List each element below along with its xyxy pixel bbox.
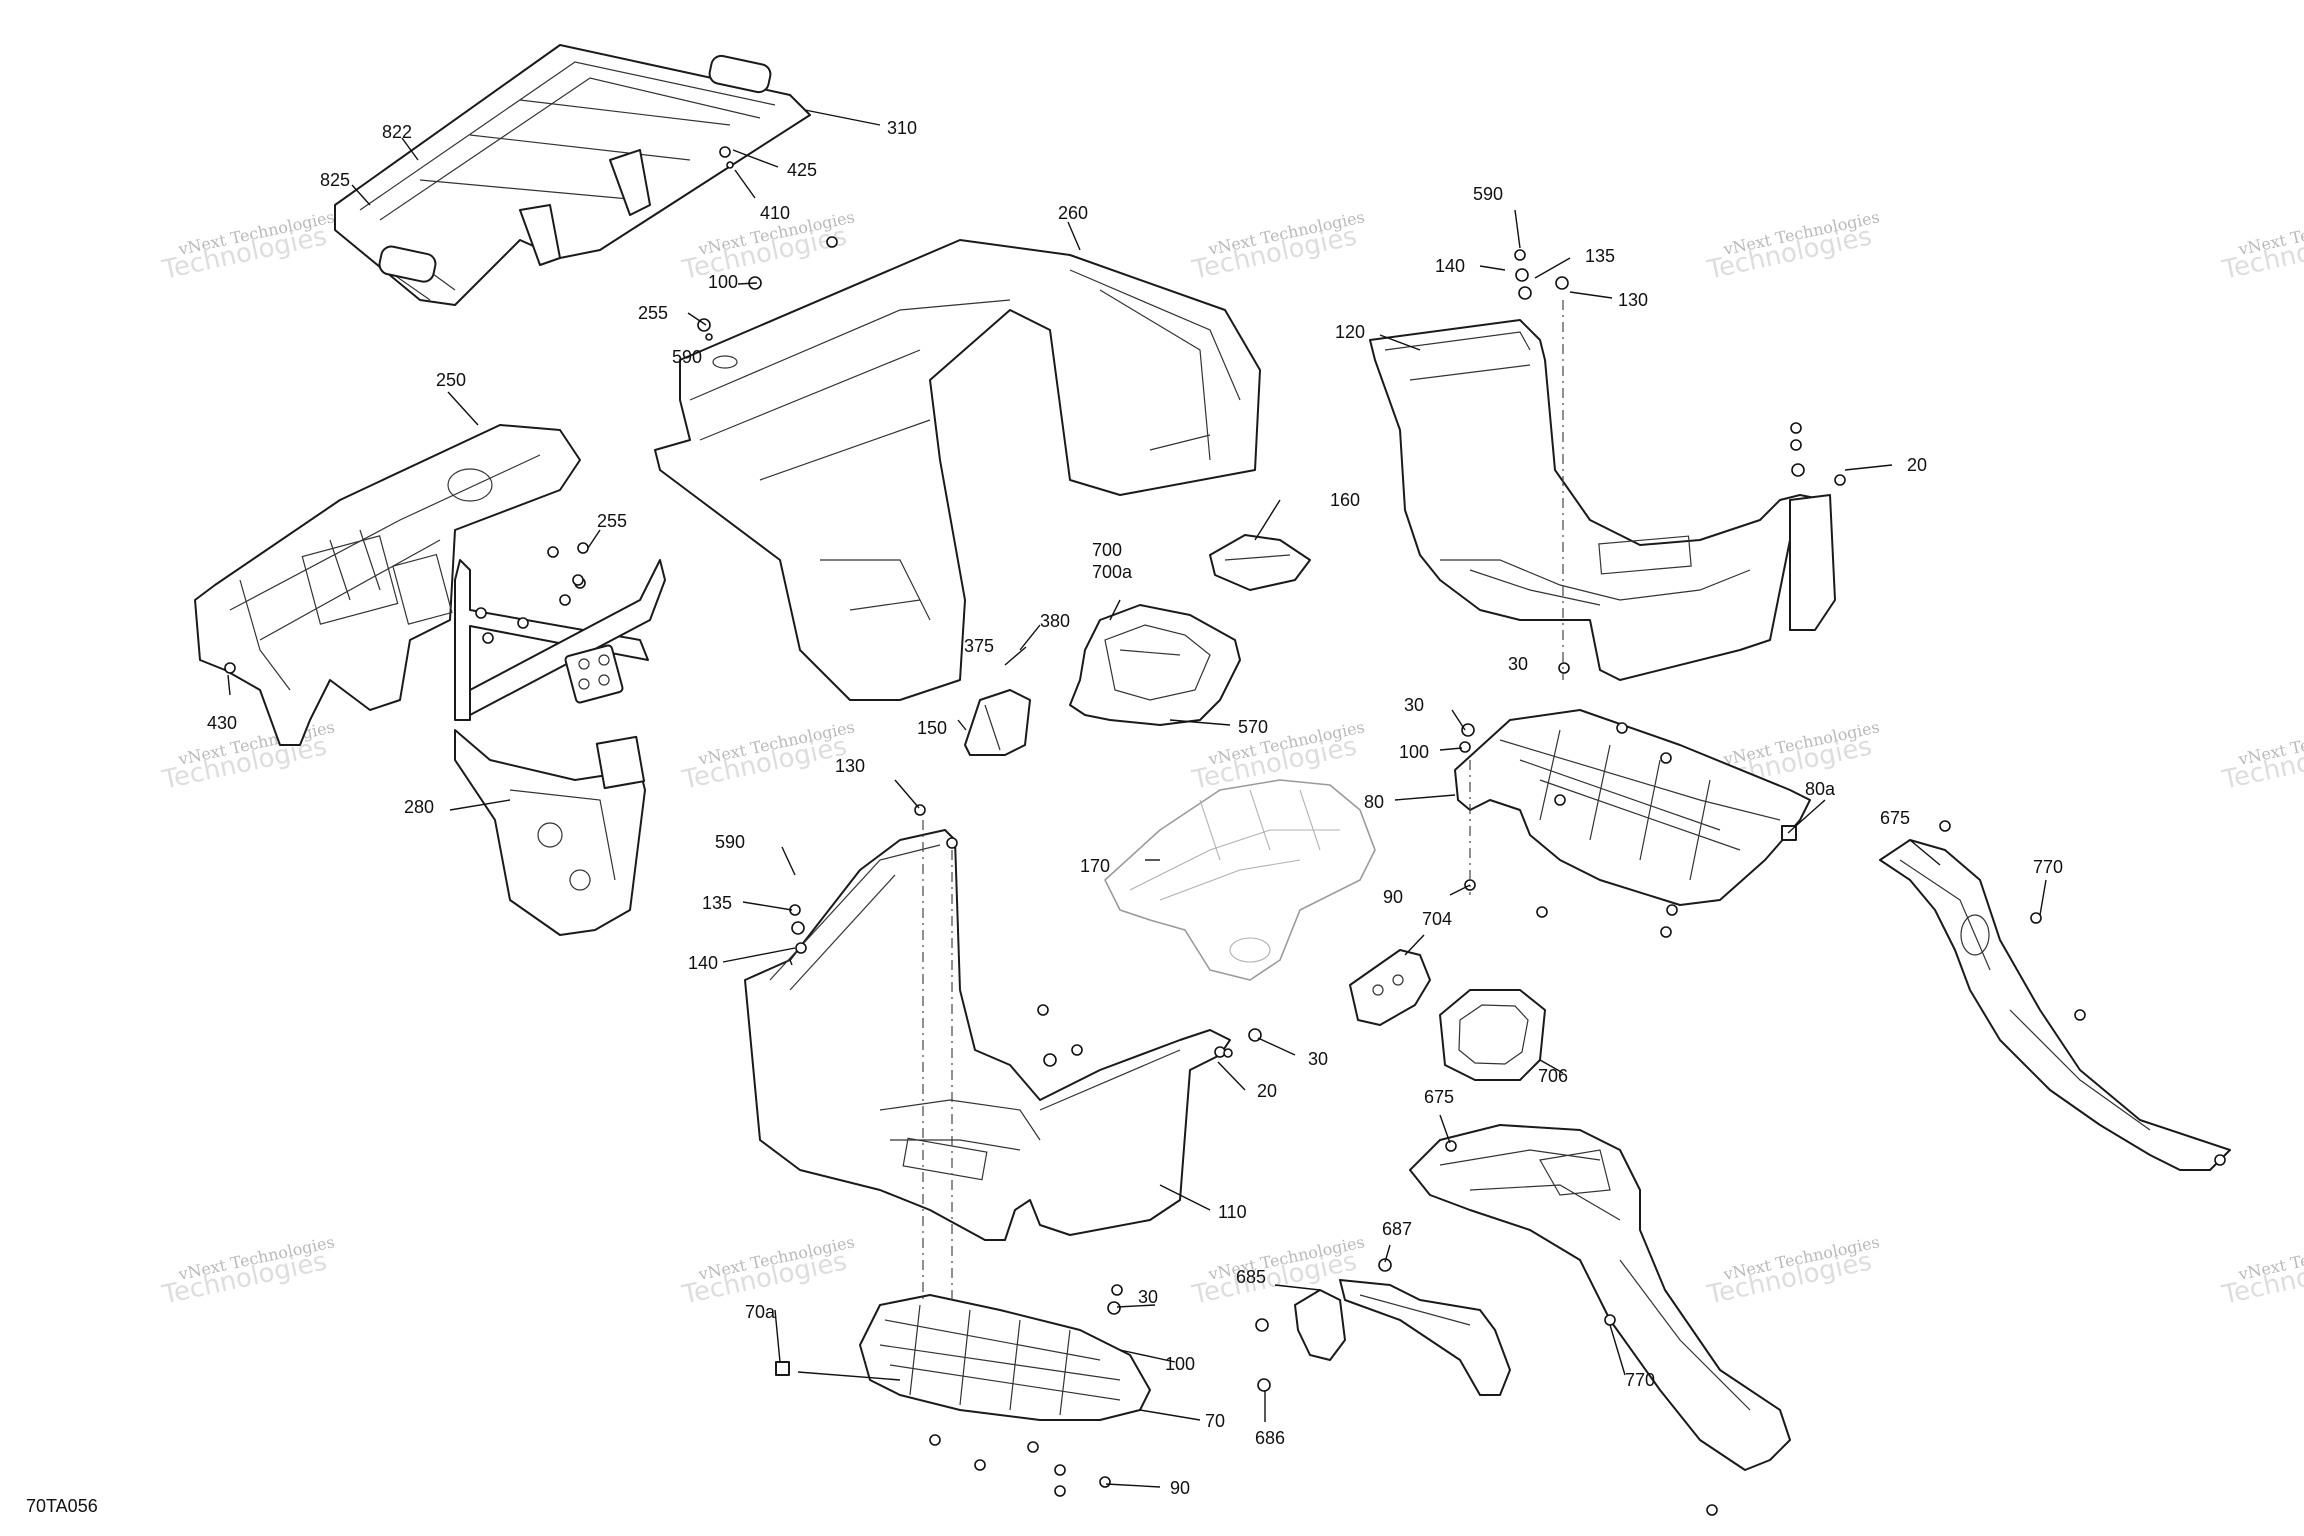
subframe-ghost-part[interactable] — [1104, 779, 1376, 981]
callout-130[interactable]: 130 — [835, 756, 865, 776]
callout-590[interactable]: 590 — [715, 832, 745, 852]
diagram-reference-code: 70TA056 — [26, 1496, 98, 1516]
alignment-lines — [922, 300, 1564, 1300]
bracket-150-part[interactable] — [964, 689, 1031, 756]
callout-90[interactable]: 90 — [1383, 887, 1403, 907]
callout-90[interactable]: 90 — [1170, 1478, 1190, 1498]
bracket-685-part[interactable] — [1294, 1279, 1511, 1396]
callout-20[interactable]: 20 — [1907, 455, 1927, 475]
callout-410[interactable]: 410 — [760, 203, 790, 223]
rear-fender-part[interactable] — [654, 239, 1261, 701]
leader-lines — [227, 109, 2047, 1488]
callout-250[interactable]: 250 — [436, 370, 466, 390]
callout-675[interactable]: 675 — [1424, 1087, 1454, 1107]
callout-687[interactable]: 687 — [1382, 1219, 1412, 1239]
rear-footwell-part[interactable] — [1369, 319, 1836, 681]
callout-80[interactable]: 80 — [1364, 792, 1384, 812]
callout-150[interactable]: 150 — [917, 718, 947, 738]
callout-30[interactable]: 30 — [1404, 695, 1424, 715]
callout-770[interactable]: 770 — [2033, 857, 2063, 877]
fastener-hardware — [224, 146, 2226, 1516]
callout-380[interactable]: 380 — [1040, 611, 1070, 631]
bracket-704-part[interactable] — [1349, 949, 1431, 1026]
callout-706[interactable]: 706 — [1538, 1066, 1568, 1086]
callout-135[interactable]: 135 — [702, 893, 732, 913]
callout-255[interactable]: 255 — [638, 303, 668, 323]
callout-70a[interactable]: 70a — [745, 1302, 776, 1322]
callout-80a[interactable]: 80a — [1805, 779, 1836, 799]
rear-rack-part[interactable] — [334, 44, 811, 306]
callout-30[interactable]: 30 — [1508, 654, 1528, 674]
callout-130[interactable]: 130 — [1618, 290, 1648, 310]
rear-footrest-part[interactable] — [1454, 709, 1811, 906]
callout-700[interactable]: 700 — [1092, 540, 1122, 560]
callout-labels: 310 822 825 425 410 100 255 590 260 590 … — [207, 118, 2063, 1498]
callout-30[interactable]: 30 — [1138, 1287, 1158, 1307]
callout-310[interactable]: 310 — [887, 118, 917, 138]
callout-20[interactable]: 20 — [1257, 1081, 1277, 1101]
callout-770[interactable]: 770 — [1625, 1370, 1655, 1390]
console-bezel-part[interactable] — [1069, 604, 1241, 726]
cover-160-part[interactable] — [1209, 534, 1311, 591]
callout-425[interactable]: 425 — [787, 160, 817, 180]
callout-160[interactable]: 160 — [1330, 490, 1360, 510]
callout-260[interactable]: 260 — [1058, 203, 1088, 223]
side-panel-left-part[interactable] — [1409, 1124, 1791, 1471]
callout-685[interactable]: 685 — [1236, 1267, 1266, 1287]
console-housing-part[interactable] — [194, 424, 581, 746]
callout-675[interactable]: 675 — [1880, 808, 1910, 828]
callout-70[interactable]: 70 — [1205, 1411, 1225, 1431]
front-bracket-part[interactable] — [454, 559, 666, 936]
callout-430[interactable]: 430 — [207, 713, 237, 733]
callout-822[interactable]: 822 — [382, 122, 412, 142]
callout-590[interactable]: 590 — [672, 347, 702, 367]
callout-700a[interactable]: 700a — [1092, 562, 1133, 582]
front-footrest-part[interactable] — [775, 1294, 1151, 1421]
callout-704[interactable]: 704 — [1422, 909, 1452, 929]
callout-570[interactable]: 570 — [1238, 717, 1268, 737]
callout-375[interactable]: 375 — [964, 636, 994, 656]
callout-590[interactable]: 590 — [1473, 184, 1503, 204]
callout-100[interactable]: 100 — [1165, 1354, 1195, 1374]
callout-170[interactable]: 170 — [1080, 856, 1110, 876]
callout-30[interactable]: 30 — [1308, 1049, 1328, 1069]
callout-100[interactable]: 100 — [708, 272, 738, 292]
callout-110[interactable]: 110 — [1218, 1202, 1247, 1222]
gauge-706-part[interactable] — [1439, 989, 1546, 1081]
callout-825[interactable]: 825 — [320, 170, 350, 190]
callout-686[interactable]: 686 — [1255, 1428, 1285, 1448]
callout-120[interactable]: 120 — [1335, 322, 1365, 342]
callout-135[interactable]: 135 — [1585, 246, 1615, 266]
callout-140[interactable]: 140 — [688, 953, 718, 973]
callout-280[interactable]: 280 — [404, 797, 434, 817]
callout-100[interactable]: 100 — [1399, 742, 1429, 762]
side-panel-right-part[interactable] — [1879, 839, 2231, 1171]
callout-255[interactable]: 255 — [597, 511, 627, 531]
callout-140[interactable]: 140 — [1435, 256, 1465, 276]
